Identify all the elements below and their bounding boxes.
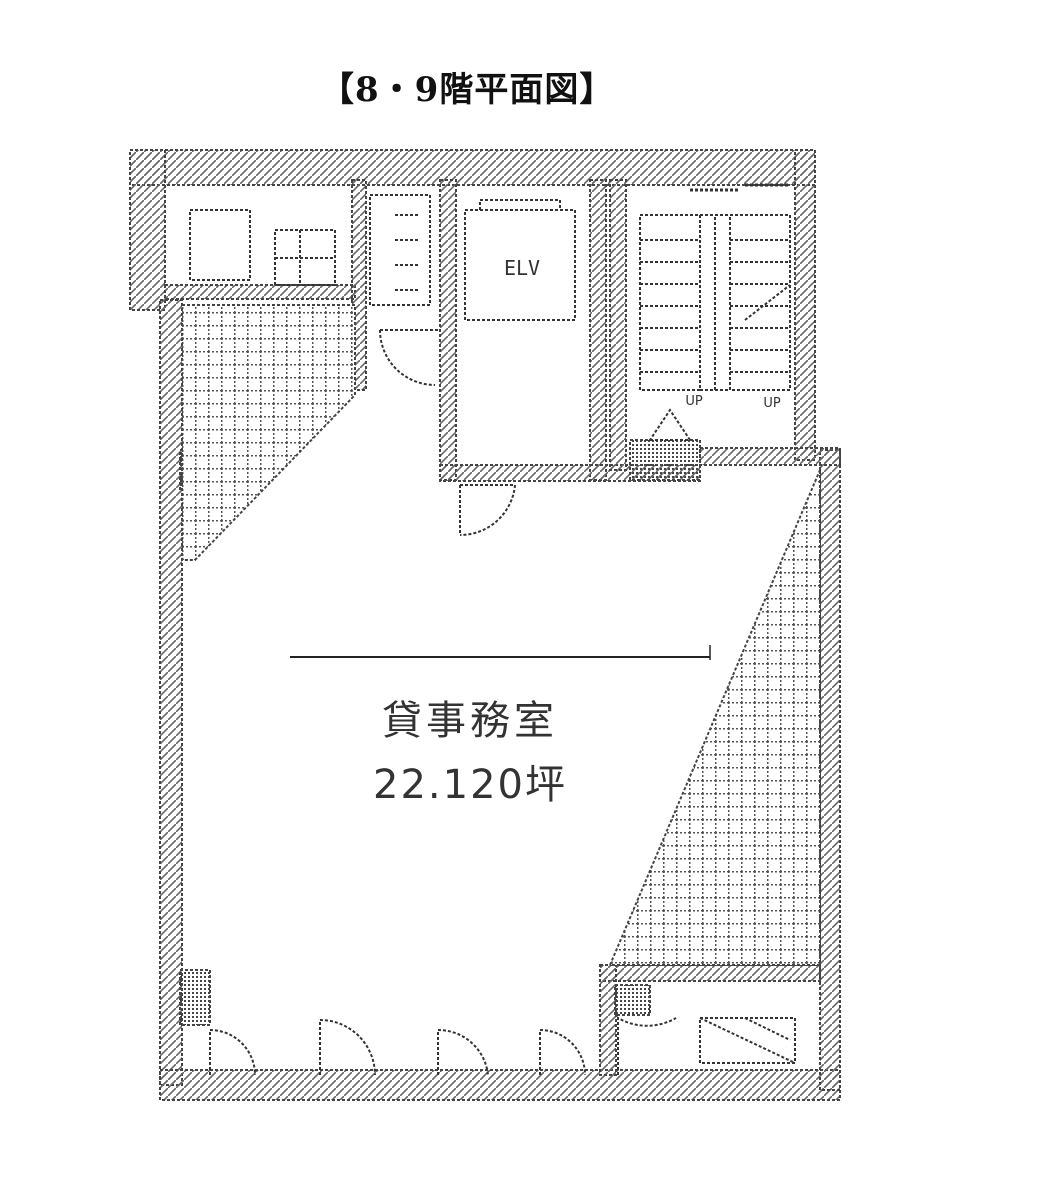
- right-step-wall: [699, 447, 841, 466]
- plan-title: 【8・9階平面図】: [320, 70, 615, 110]
- stair-left-wall: [609, 179, 627, 471]
- bottom-wall: [159, 1069, 841, 1101]
- closet-top-wall: [599, 964, 821, 982]
- outer-walls: [129, 149, 841, 1101]
- interior-walls: [164, 179, 821, 1076]
- elevator-car: [464, 209, 576, 321]
- wc-area: [189, 194, 440, 386]
- top-left-wall: [129, 149, 166, 311]
- toilet-2-mark: [275, 230, 335, 285]
- stair-landing-arrow: [648, 408, 692, 441]
- sink-area: [369, 194, 431, 306]
- stair-up-label-left: UP: [685, 394, 703, 409]
- column-lower-left: [179, 969, 211, 1026]
- closet: [699, 1017, 796, 1064]
- toilet-1: [189, 209, 251, 281]
- stair-right-wall: [794, 149, 816, 461]
- elv-right-wall: [589, 179, 607, 481]
- staircase: [639, 183, 791, 441]
- office-room-area: 22.120坪: [373, 762, 567, 808]
- grid-zone-upper-left: [181, 304, 356, 561]
- stair-flight-right: [729, 214, 791, 391]
- wc-door-swing: [379, 329, 440, 386]
- stair-flight-left: [639, 214, 701, 391]
- grid-zone-lower-right: [608, 469, 821, 966]
- stair-arrow: [744, 284, 791, 321]
- elv-left-wall: [439, 179, 457, 481]
- elevator-label: ELV: [503, 256, 541, 280]
- bottom-door-arcs: [209, 1016, 677, 1076]
- stair-up-label-right: UP: [763, 396, 781, 411]
- right-wall: [819, 449, 841, 1091]
- wc-bottom-wall: [164, 284, 356, 300]
- column-lower-right: [614, 984, 651, 1016]
- closet-left-wall: [599, 964, 617, 1076]
- elevator: [459, 199, 576, 537]
- column-mid-right: [629, 439, 701, 481]
- top-wall: [129, 149, 816, 186]
- closet-box: [699, 1017, 796, 1064]
- left-wall: [159, 299, 183, 1086]
- elv-door-swing: [459, 484, 517, 537]
- office-room-name: 貸事務室: [382, 698, 558, 744]
- grid-zones: [181, 304, 821, 966]
